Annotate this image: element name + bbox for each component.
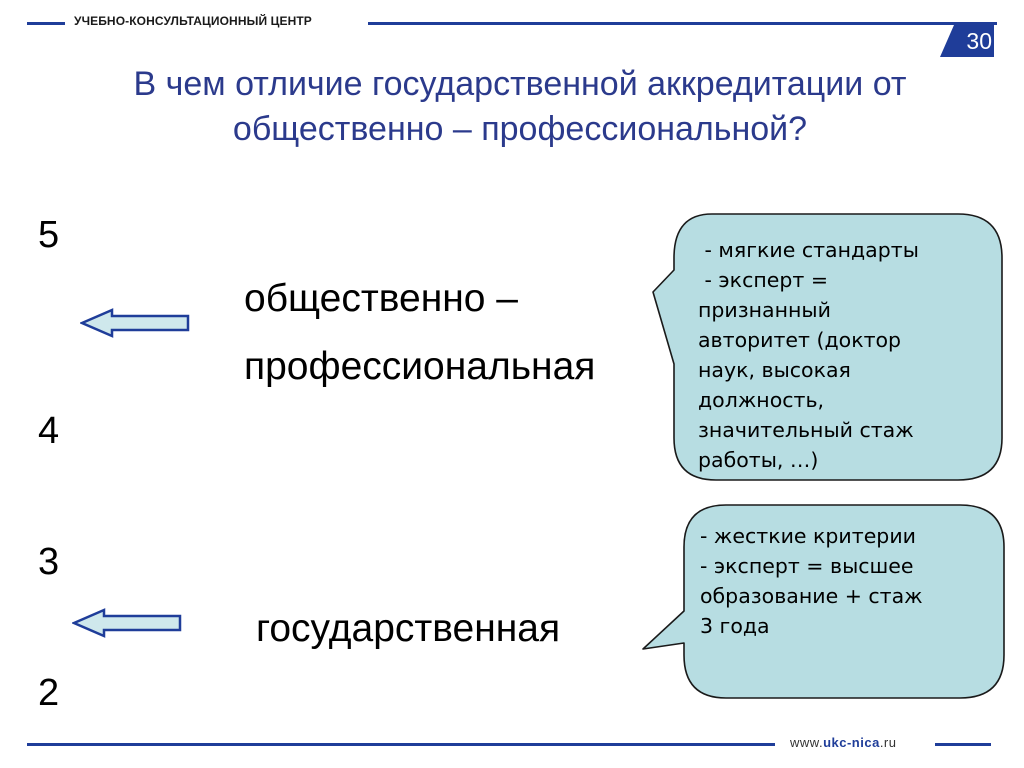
slide-title: В чем отличие государственной аккредитац… [40, 62, 1000, 152]
header-rule-left [27, 22, 65, 25]
footer-rule-left [27, 743, 775, 746]
callout-line: признанный [698, 298, 831, 322]
label-state: государственная [256, 607, 561, 650]
callout-line: работы, …) [698, 448, 819, 472]
slide-title-line-1: В чем отличие государственной аккредитац… [133, 65, 907, 103]
callout-line: значительный стаж [698, 418, 914, 442]
page-number: 30 [966, 28, 992, 54]
footer-rule-right [935, 743, 991, 746]
label-public-professional-line-2: профессиональная [244, 345, 596, 388]
header-center-label: УЧЕБНО-КОНСУЛЬТАЦИОННЫЙ ЦЕНТР [74, 14, 312, 28]
callout-line: 3 года [700, 614, 770, 638]
header-rule-right [368, 22, 997, 25]
callout-line: - жесткие критерии [700, 524, 916, 548]
grade-4: 4 [38, 410, 60, 452]
callout-state-text: - жесткие критерии - эксперт = высшее об… [700, 521, 923, 641]
callout-line: авторитет (доктор [698, 328, 902, 352]
callout-public-professional [652, 213, 1003, 481]
footer-url-prefix: www. [790, 735, 824, 750]
callout-public-professional-text: - мягкие стандарты - эксперт = признанны… [698, 235, 919, 475]
callout-line: образование + стаж [700, 584, 923, 608]
page-number-badge [940, 25, 994, 57]
grade-2: 2 [38, 672, 60, 714]
label-public-professional-line-1: общественно – [244, 277, 518, 320]
grade-5: 5 [38, 214, 60, 256]
arrow-left-icon [72, 608, 182, 638]
callout-state [642, 504, 1005, 699]
callout-line: - эксперт = высшее [700, 554, 914, 578]
callout-line: наук, высокая [698, 358, 851, 382]
grade-3: 3 [38, 541, 60, 583]
callout-line: - эксперт = [698, 268, 828, 292]
callout-line: - мягкие стандарты [698, 238, 919, 262]
callout-line: должность, [698, 388, 825, 412]
footer-url-suffix: .ru [879, 735, 897, 750]
slide-title-line-2: общественно – профессиональной? [232, 110, 808, 148]
footer-url: www.ukc-nica.ru [790, 735, 896, 750]
arrow-left-icon [80, 308, 190, 338]
footer-url-main: ukc-nica [823, 735, 880, 750]
